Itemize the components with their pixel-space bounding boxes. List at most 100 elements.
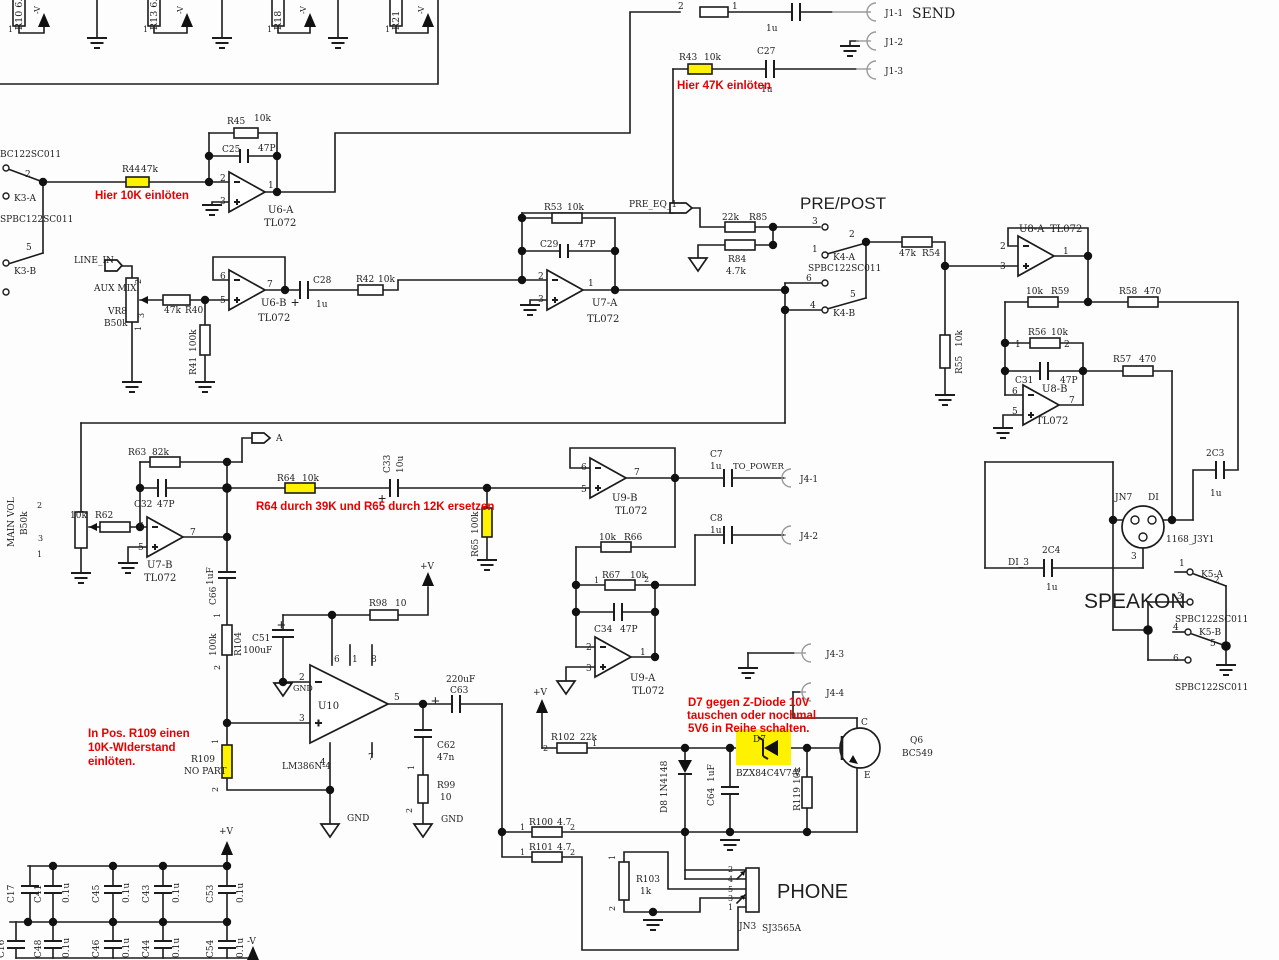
label-k3-part: SPBC122SC011 [0, 215, 73, 225]
label-k5-pin4: 4 [1173, 623, 1179, 633]
minusv-arrow-r18 [304, 13, 316, 27]
resistor-R45 [233, 127, 259, 139]
cap-bank-row1 [21, 885, 236, 894]
label-u6b-ref: U6-B [261, 298, 287, 309]
label-r54-ref: R54 [922, 249, 941, 259]
resistor-R59 [1027, 296, 1059, 308]
cap-C34 [613, 603, 623, 621]
label-r59-ref: R59 [1051, 287, 1070, 297]
label-c64-ref: C64 [707, 787, 717, 806]
label-c33-ref: C33 [383, 454, 393, 473]
resistor-R40 [162, 294, 191, 306]
resistor-R44-highlighted [125, 176, 150, 188]
label-r100-pin2: 2 [570, 823, 575, 832]
resistor-R53 [551, 212, 583, 224]
label-k3a-name: K3-A [14, 194, 36, 204]
label-c25-ref: C25 [222, 145, 241, 155]
label-u10-pin4: 4 [320, 758, 326, 768]
label-k4-pin1: 1 [812, 245, 818, 255]
label-j4-1: J4-1 [799, 475, 818, 485]
label-r85-val: 22k [722, 213, 739, 223]
opamp-U6A [228, 171, 266, 213]
label-plusv-r98: +V [420, 562, 435, 572]
label-ph-pin3: 3 [728, 894, 733, 903]
label-c53-val: 0.1u [236, 883, 246, 903]
label-k4-pin2: 2 [849, 230, 855, 240]
minusv-arrow-r10 [38, 13, 50, 27]
semiconductors [678, 727, 881, 775]
label-c54-ref: C54 [206, 939, 216, 958]
label-r85-ref: R85 [749, 213, 768, 223]
label-pre-eq-1: PRE_EQ_1 [629, 200, 677, 210]
label-r40-val: 47k [164, 306, 181, 316]
label-2c4-ref: 2C4 [1042, 546, 1061, 556]
label-r104-pin1: 1 [213, 613, 222, 618]
label-q6-e: E [864, 771, 871, 781]
label-u8b-part: TL072 [1036, 416, 1068, 427]
label-r102-pin1: 1 [592, 739, 597, 748]
label-u9a-pin1: 1 [640, 648, 646, 658]
label-c27-val: 1u [761, 85, 773, 95]
resistor-R43-highlighted [687, 63, 713, 75]
cap-C66 [218, 571, 236, 579]
resistor-R101 [531, 851, 563, 863]
label-c27-ref: C27 [757, 47, 776, 57]
label-r55-ref: R55 [955, 355, 965, 374]
label-c44-val: 0.1u [172, 938, 182, 958]
label-send-title: SEND [912, 6, 955, 22]
label-r10-minusv: -V [33, 6, 42, 14]
label-k5-part2: SPBC122SC011 [1175, 683, 1248, 693]
minusv-arrow-r21 [422, 13, 434, 27]
label-u8a-pin1: 1 [1063, 247, 1069, 257]
cap-2C4 [1043, 559, 1053, 577]
label-j4-3: J4-3 [825, 650, 844, 660]
plusv-arrow-r102 [536, 699, 548, 713]
plusv-arrow-r98 [422, 572, 434, 586]
pot-VR8-aux-mix [125, 277, 148, 323]
label-u10-part: LM386N-4 [282, 762, 331, 772]
label-u6b-pin6: 6 [220, 272, 226, 282]
label-u9b-pin6: 6 [581, 463, 587, 473]
label-r45-val: 10k [254, 114, 271, 124]
resistor-R55 [939, 334, 951, 369]
label-r43-val: 10k [704, 53, 721, 63]
resistor-R63 [149, 456, 181, 468]
label-plusv-bank: +V [219, 827, 234, 837]
label-r56-ref: R56 [1028, 328, 1047, 338]
label-u8a-pin3: 3 [1000, 262, 1006, 272]
label-c41-ref: C41 [34, 885, 44, 903]
label-main-vol: MAIN VOL [7, 497, 17, 547]
label-c31-val: 47P [1060, 376, 1078, 386]
label-r44-val: 47k [141, 165, 158, 175]
label-r21-minusv: -V [417, 6, 426, 14]
label-u8a-pin2: 2 [1000, 242, 1006, 252]
cap-C51 [272, 629, 294, 638]
label-r66-ref: R66 [624, 533, 643, 543]
label-jn3-ref: JN3 [738, 922, 756, 932]
junction-dots [23, 151, 1231, 927]
label-u7a-part: TL072 [587, 314, 619, 325]
cap-C33 [389, 479, 399, 497]
zener-D7 [757, 736, 778, 760]
potentiometers [74, 277, 148, 549]
resistor-R56 [1029, 337, 1061, 349]
label-r103-pin1: 1 [608, 855, 617, 860]
label-u6b-part: TL072 [258, 313, 290, 324]
label-r84-ref: R84 [728, 255, 747, 265]
label-k4a-name: K4-A [833, 253, 855, 263]
resistor-R57 [1122, 365, 1154, 377]
label-u8b-ref: U8-B [1042, 384, 1068, 395]
label-r103-pin2: 2 [608, 906, 617, 911]
label-speakon-title: SPEAKON [1084, 590, 1186, 613]
label-top-r-pin2: 2 [678, 2, 684, 12]
cap-C31 [1039, 362, 1049, 380]
label-c17-ref: C17 [7, 884, 17, 903]
label-k5-part1: SPBC122SC011 [1175, 615, 1248, 625]
cap-C28 [299, 281, 309, 299]
switch-K5 [1184, 568, 1194, 664]
resistor-R41 [199, 324, 211, 356]
resistor-R10 [12, 0, 26, 27]
label-k5-pin5: 5 [1210, 639, 1216, 649]
opamp-U8A [1017, 235, 1055, 277]
